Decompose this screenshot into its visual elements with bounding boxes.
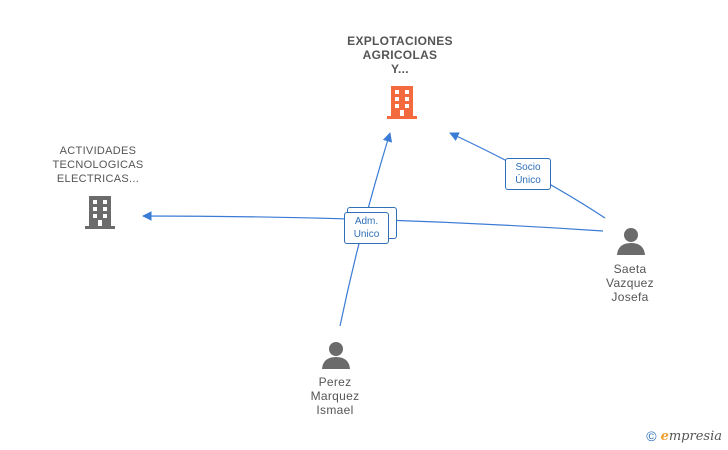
- relation-socio-line-2: Único: [515, 175, 541, 186]
- empresia-logo[interactable]: empresia: [661, 429, 722, 444]
- building-icon[interactable]: [84, 194, 116, 230]
- person-saeta-label[interactable]: Saeta Vazquez Josefa: [595, 262, 665, 304]
- relation-adm-line-2: Unico: [353, 229, 380, 240]
- company-actividades-line-3: ELECTRICAS...: [56, 173, 140, 185]
- building-icon[interactable]: [386, 84, 418, 120]
- person-saeta-line-3: Josefa: [611, 290, 649, 304]
- relation-adm-unico-box[interactable]: Adm. Unico: [344, 212, 389, 244]
- person-icon[interactable]: [321, 340, 351, 370]
- company-explotaciones-line-2: AGRICOLAS: [362, 48, 438, 62]
- person-icon[interactable]: [616, 226, 646, 256]
- company-explotaciones-line-3: Y...: [391, 62, 409, 76]
- company-actividades-line-1: ACTIVIDADES: [59, 145, 137, 157]
- relation-adm-line-1: Adm.: [354, 216, 379, 227]
- empresia-logo-initial: e: [660, 428, 669, 444]
- company-explotaciones-label[interactable]: EXPLOTACIONES AGRICOLAS Y...: [330, 34, 470, 76]
- empresia-logo-text: mpresia: [668, 428, 722, 444]
- person-saeta-line-1: Saeta: [613, 262, 647, 276]
- relation-socio-line-1: Socio: [515, 162, 541, 173]
- company-actividades-line-2: TECNOLOGICAS: [52, 159, 144, 171]
- company-explotaciones-line-1: EXPLOTACIONES: [347, 34, 453, 48]
- person-saeta-line-2: Vazquez: [606, 276, 654, 290]
- person-perez-line-3: Ismael: [316, 403, 354, 417]
- footer-brand: © empresia: [646, 428, 722, 444]
- relation-socio-unico-box[interactable]: Socio Único: [505, 158, 551, 190]
- copyright-symbol: ©: [646, 428, 657, 444]
- person-perez-line-2: Marquez: [310, 389, 360, 403]
- company-actividades-label[interactable]: ACTIVIDADES TECNOLOGICAS ELECTRICAS...: [38, 144, 158, 186]
- person-perez-line-1: Perez: [318, 375, 352, 389]
- person-perez-label[interactable]: Perez Marquez Ismael: [300, 375, 370, 417]
